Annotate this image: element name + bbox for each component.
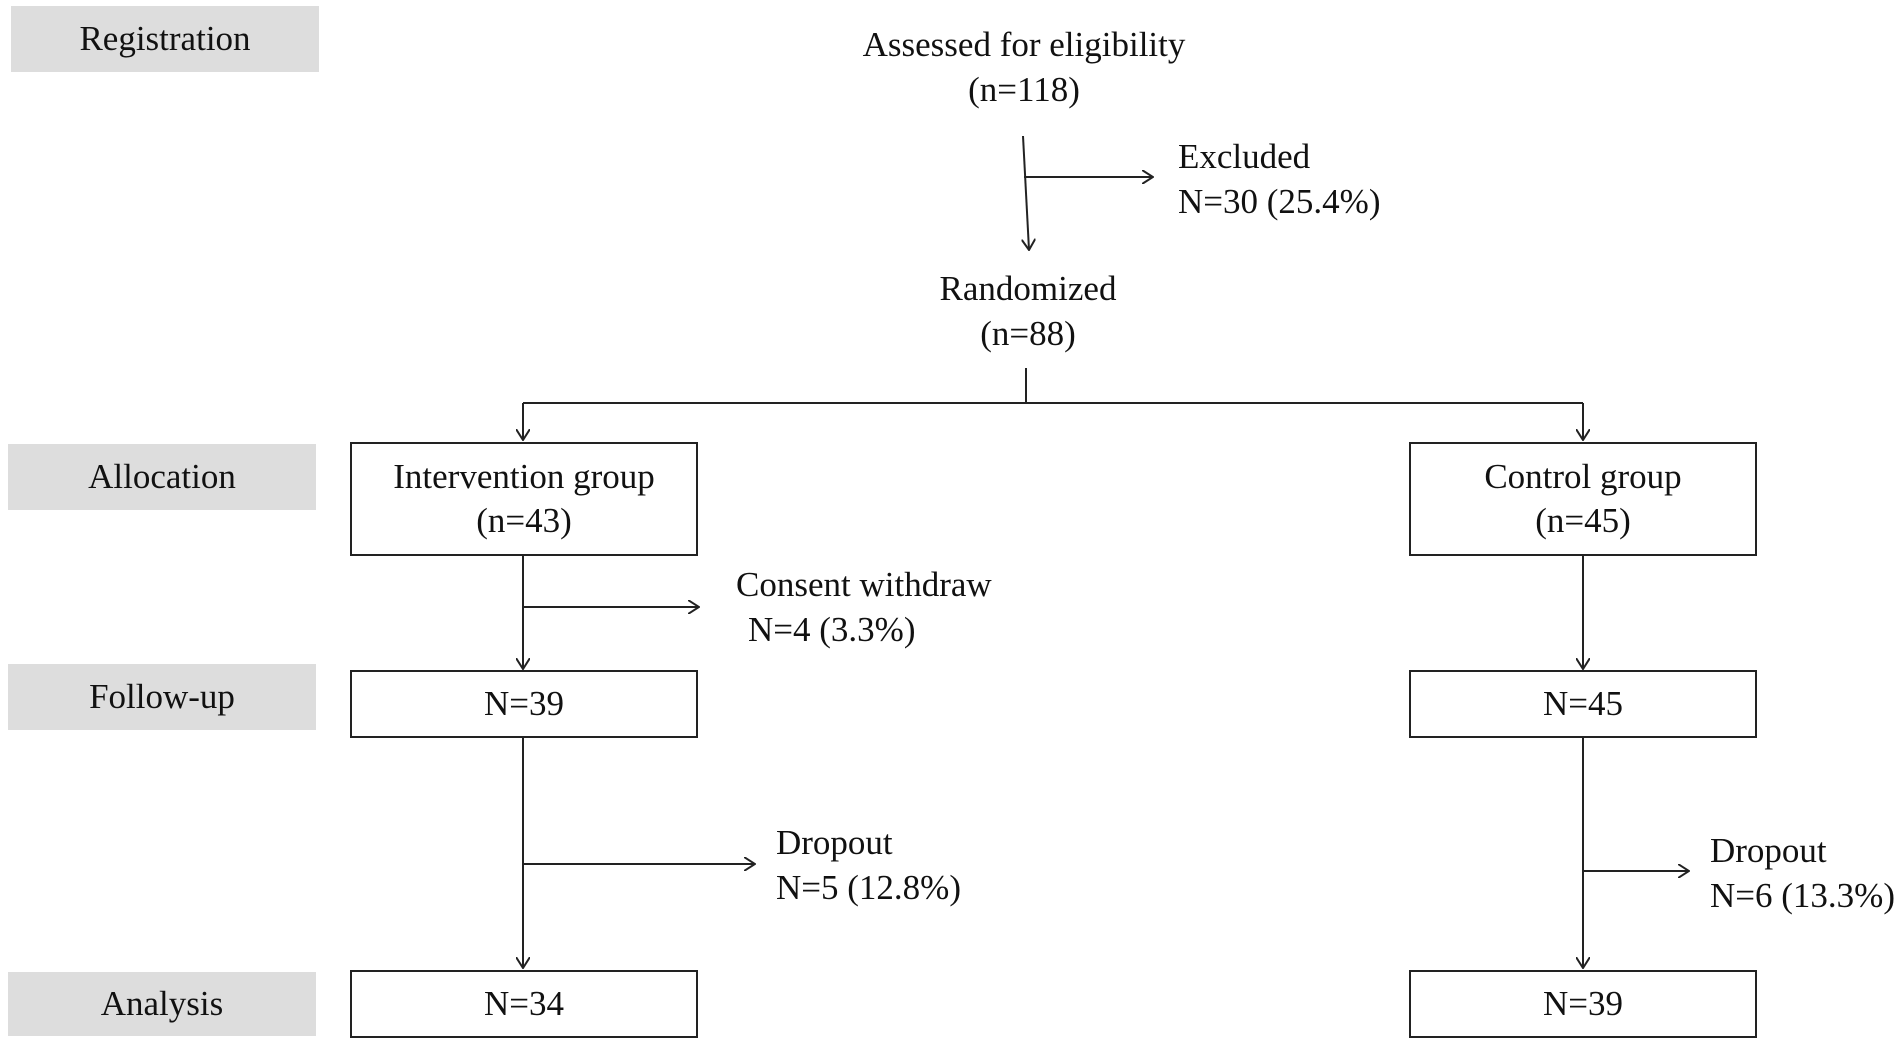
intervention-group-count: (n=43)	[476, 501, 572, 540]
stage-label-follow-up: Follow-up	[8, 664, 316, 730]
assessed-text: Assessed for eligibility (n=118)	[844, 22, 1204, 112]
intervention-analysis-box: N=34	[350, 970, 698, 1038]
control-dropout-title: Dropout	[1710, 831, 1827, 870]
consent-withdraw-text: Consent withdraw N=4 (3.3%)	[736, 562, 992, 652]
arrow-assessed-to-randomized	[1023, 135, 1029, 250]
assessed-count: (n=118)	[968, 70, 1080, 109]
control-dropout-text: Dropout N=6 (13.3%)	[1710, 828, 1895, 918]
assessed-title: Assessed for eligibility	[862, 25, 1186, 64]
intervention-group-title: Intervention group	[393, 457, 655, 496]
control-group-box: Control group (n=45)	[1409, 442, 1757, 556]
intervention-dropout-count: N=5 (12.8%)	[776, 868, 961, 907]
intervention-dropout-text: Dropout N=5 (12.8%)	[776, 820, 961, 910]
control-group-title: Control group	[1484, 457, 1682, 496]
stage-label-allocation: Allocation	[8, 444, 316, 510]
randomized-title: Randomized	[939, 269, 1117, 308]
consent-withdraw-count: N=4 (3.3%)	[748, 610, 916, 649]
intervention-dropout-title: Dropout	[776, 823, 893, 862]
control-follow-up-box: N=45	[1409, 670, 1757, 738]
excluded-title: Excluded	[1178, 137, 1311, 176]
randomized-count: (n=88)	[980, 314, 1076, 353]
intervention-follow-up-box: N=39	[350, 670, 698, 738]
stage-label-registration: Registration	[11, 6, 319, 72]
control-analysis-box: N=39	[1409, 970, 1757, 1038]
consent-withdraw-title: Consent withdraw	[736, 565, 992, 604]
control-group-count: (n=45)	[1535, 501, 1631, 540]
randomized-text: Randomized (n=88)	[878, 266, 1178, 356]
control-dropout-count: N=6 (13.3%)	[1710, 876, 1895, 915]
excluded-text: Excluded N=30 (25.4%)	[1178, 134, 1380, 224]
intervention-group-box: Intervention group (n=43)	[350, 442, 698, 556]
excluded-count: N=30 (25.4%)	[1178, 182, 1381, 221]
stage-label-analysis: Analysis	[8, 972, 316, 1036]
